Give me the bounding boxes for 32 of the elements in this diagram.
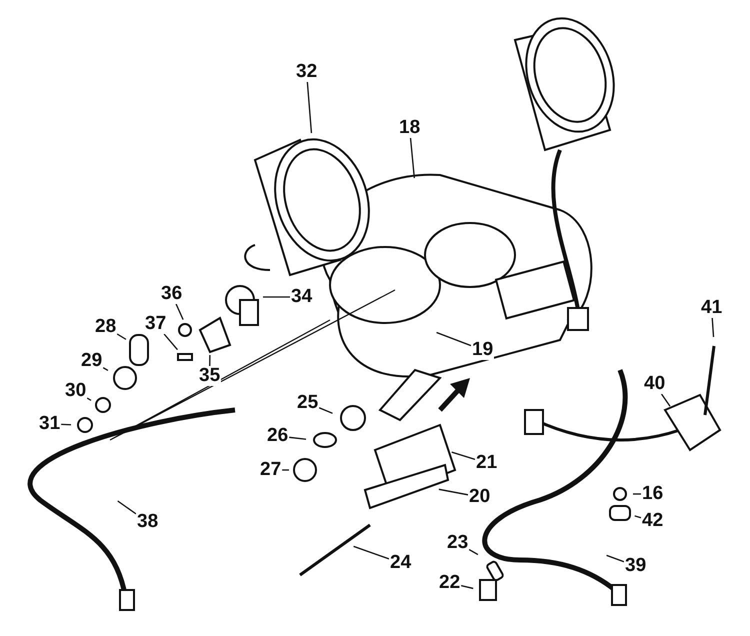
leader-line xyxy=(353,546,390,560)
leader-line xyxy=(606,554,624,562)
leader-line xyxy=(116,333,126,340)
callout-number: 19 xyxy=(471,340,494,360)
leader-line xyxy=(86,397,92,401)
leader-line xyxy=(712,318,714,338)
leader-line xyxy=(209,354,211,366)
leader-line xyxy=(318,407,333,414)
callout-number: 28 xyxy=(94,317,118,337)
leader-line xyxy=(634,515,642,518)
leader-line xyxy=(451,451,476,460)
leader-line xyxy=(468,549,478,556)
leader-line xyxy=(306,82,312,134)
leader-line xyxy=(660,394,671,407)
leader-line xyxy=(263,296,290,298)
leader-line xyxy=(289,436,306,440)
callout-number: 35 xyxy=(198,366,222,386)
leader-line xyxy=(436,332,472,346)
leader-line xyxy=(438,488,468,496)
leader-line xyxy=(410,138,415,178)
leader-line xyxy=(175,304,184,320)
callout-number: 30 xyxy=(64,381,88,401)
leader-line xyxy=(102,367,108,372)
leader-line xyxy=(117,500,136,514)
callout-number: 37 xyxy=(144,314,168,334)
leader-line xyxy=(164,334,178,350)
callout-number: 40 xyxy=(643,374,666,394)
leader-line xyxy=(61,424,72,426)
leader-line xyxy=(461,585,474,590)
callout-number: 29 xyxy=(80,351,104,371)
callout-number: 23 xyxy=(446,533,470,553)
callout-number: 36 xyxy=(160,284,184,304)
